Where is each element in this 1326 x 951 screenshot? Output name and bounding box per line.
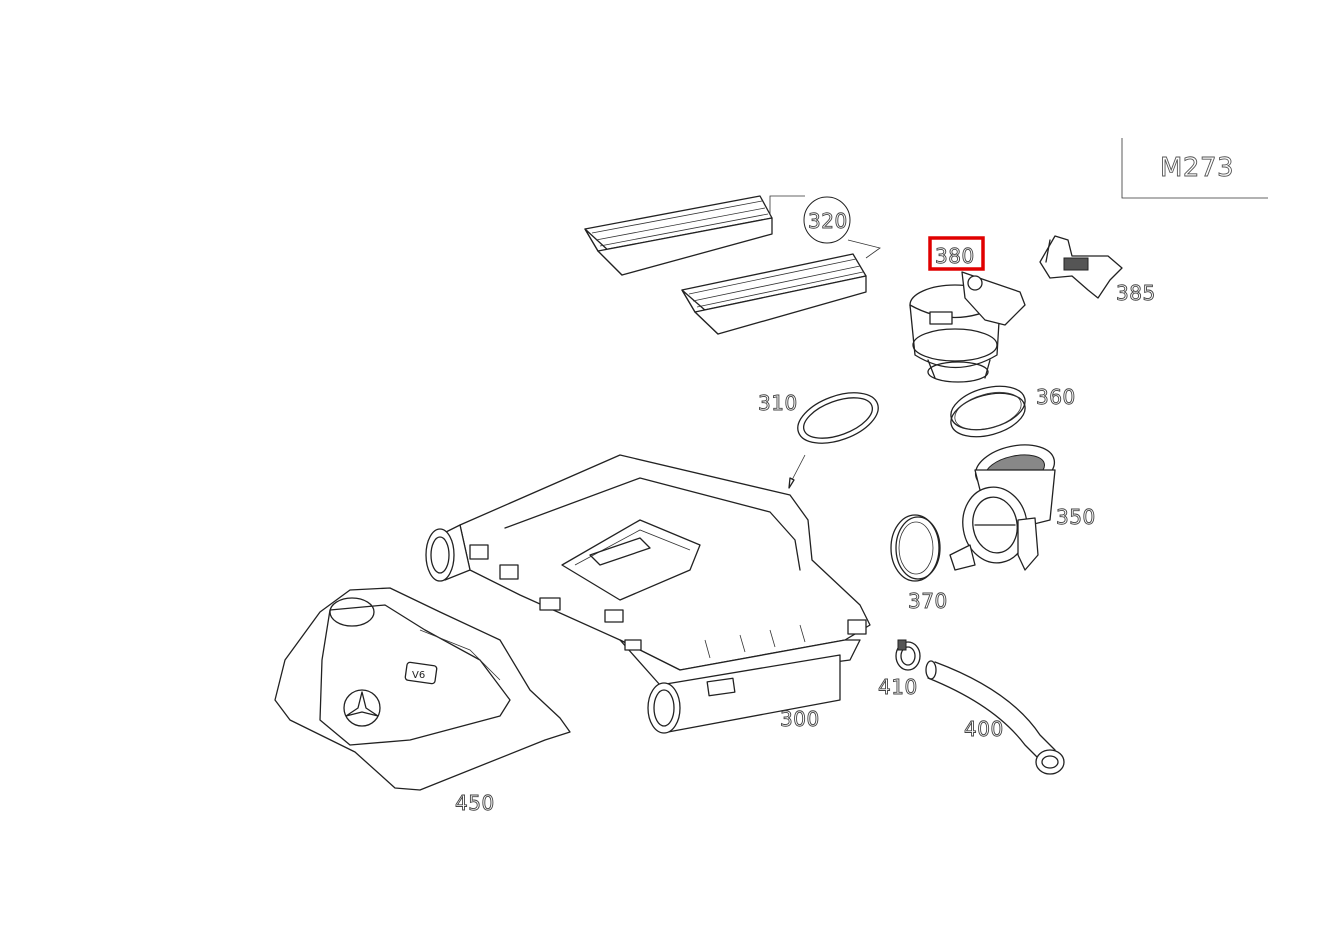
air-filter-housing-300[interactable] [425, 454, 871, 734]
label-320[interactable]: 320 [808, 209, 848, 234]
label-360[interactable]: 360 [1036, 385, 1076, 410]
intake-housing-350[interactable] [949, 438, 1059, 571]
v6-badge-icon: V6 [412, 670, 425, 681]
label-370[interactable]: 370 [908, 589, 948, 614]
hose-400[interactable] [925, 660, 1065, 775]
gasket-310[interactable] [788, 383, 885, 489]
label-385[interactable]: 385 [1116, 281, 1156, 306]
air-filter-elements[interactable] [584, 195, 881, 335]
hose-clamp-410[interactable] [895, 639, 921, 671]
engine-code-box: M273 [1121, 138, 1268, 199]
label-310[interactable]: 310 [758, 391, 798, 416]
label-380[interactable]: 380 [935, 244, 975, 269]
air-mass-sensor-housing[interactable] [909, 271, 1026, 383]
label-300[interactable]: 300 [780, 707, 820, 732]
seal-ring-370[interactable] [890, 514, 941, 582]
clamp-ring-360[interactable] [946, 379, 1030, 444]
engine-code-label: M273 [1160, 153, 1234, 183]
label-400[interactable]: 400 [964, 717, 1004, 742]
label-410[interactable]: 410 [878, 675, 918, 700]
highlight-box-380 [928, 236, 985, 271]
bracket-385[interactable] [1039, 235, 1123, 299]
label-350[interactable]: 350 [1056, 505, 1096, 530]
label-450[interactable]: 450 [455, 791, 495, 816]
engine-cover-450[interactable]: V6 [274, 587, 571, 791]
